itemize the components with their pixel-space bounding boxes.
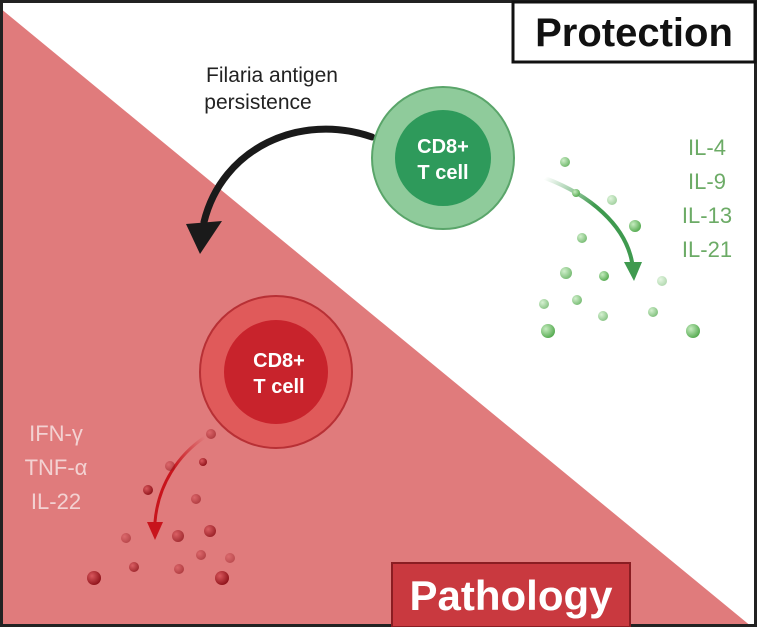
protective-cd8-t-cell: CD8+ T cell xyxy=(371,86,515,230)
protective-cell-label-line1: CD8+ xyxy=(417,136,469,158)
protective-cell-label-line2: T cell xyxy=(417,162,468,184)
protective-cytokine-2: IL-9 xyxy=(688,169,726,194)
protective-cytokine-1: IL-4 xyxy=(688,135,726,160)
protective-cytokine-particles xyxy=(539,157,700,338)
curved-arrow-icon xyxy=(186,125,376,254)
protective-cytokine-3: IL-13 xyxy=(682,203,732,228)
curved-arrow-icon xyxy=(147,435,207,540)
antigen-label-line1: Filaria antigen xyxy=(206,64,338,87)
pathogenic-cytokine-particles xyxy=(87,429,235,585)
protective-cytokine-list: IL-4 IL-9 IL-13 IL-21 xyxy=(682,135,732,262)
pathology-region xyxy=(0,8,752,627)
pathogenic-cell-label-line1: CD8+ xyxy=(253,350,305,372)
pathogenic-cytokine-2: TNF-α xyxy=(25,455,88,480)
protective-cytokine-4: IL-21 xyxy=(682,237,732,262)
pathology-label: Pathology xyxy=(409,572,613,619)
protection-label-box: Protection xyxy=(511,0,757,64)
antigen-label-line2: persistence xyxy=(204,91,311,114)
curved-arrow-icon xyxy=(543,176,642,281)
protection-label: Protection xyxy=(535,11,733,55)
pathogenic-cell-label-line2: T cell xyxy=(253,376,304,398)
pathogenic-cd8-t-cell: CD8+ T cell xyxy=(199,295,353,449)
pathology-banner: Pathology xyxy=(391,562,631,627)
pathogenic-cytokine-list: IFN-γ TNF-α IL-22 xyxy=(25,421,88,514)
pathogenic-cytokine-1: IFN-γ xyxy=(29,421,83,446)
pathogenic-cytokine-3: IL-22 xyxy=(31,489,81,514)
